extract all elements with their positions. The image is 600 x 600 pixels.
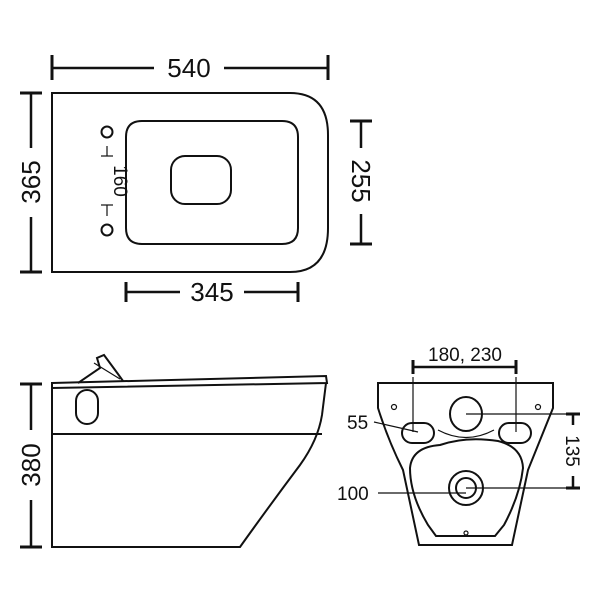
width-label: 540 xyxy=(167,53,210,83)
bolt-spacing-label: 160 xyxy=(109,165,130,197)
left-bolt-hole-icon xyxy=(401,422,435,444)
top-view-bowl-outline xyxy=(125,120,299,245)
top-view: 160 540 365 255 345 xyxy=(16,53,376,307)
top-bolt-hole-icon xyxy=(100,125,114,139)
offset-label: 135 xyxy=(561,435,582,467)
bowl-depth-label: 255 xyxy=(346,159,376,202)
outlet-label: 100 xyxy=(337,484,369,505)
connection-label: 180, 230 xyxy=(428,345,502,366)
bolt-hole-label: 55 xyxy=(347,413,368,434)
top-view-body-outline xyxy=(51,92,329,273)
rear-view-inner-cavity xyxy=(408,438,525,537)
side-view-body-outline xyxy=(51,382,327,548)
side-view: 380 xyxy=(16,353,329,549)
left-screw-hole-icon xyxy=(390,403,398,411)
height-label: 380 xyxy=(16,443,46,486)
seat-lid xyxy=(51,374,329,390)
bolt-hole-leader xyxy=(373,421,419,433)
rear-view: 180, 230 55 135 100 xyxy=(337,345,582,546)
top-view-drain-opening xyxy=(170,155,232,205)
rear-view-body-outline xyxy=(377,382,554,546)
lid-raised-edge xyxy=(93,362,121,380)
seat-hinge xyxy=(77,353,124,384)
bottom-drain-hole-icon xyxy=(463,530,469,536)
right-bolt-hole-icon xyxy=(498,422,532,444)
depth-label: 365 xyxy=(16,160,46,203)
right-screw-hole-icon xyxy=(534,403,542,411)
bowl-width-label: 345 xyxy=(190,277,233,307)
side-view-inlet-opening xyxy=(75,389,99,425)
inlet-rim xyxy=(437,429,495,439)
bottom-bolt-hole-icon xyxy=(100,223,114,237)
